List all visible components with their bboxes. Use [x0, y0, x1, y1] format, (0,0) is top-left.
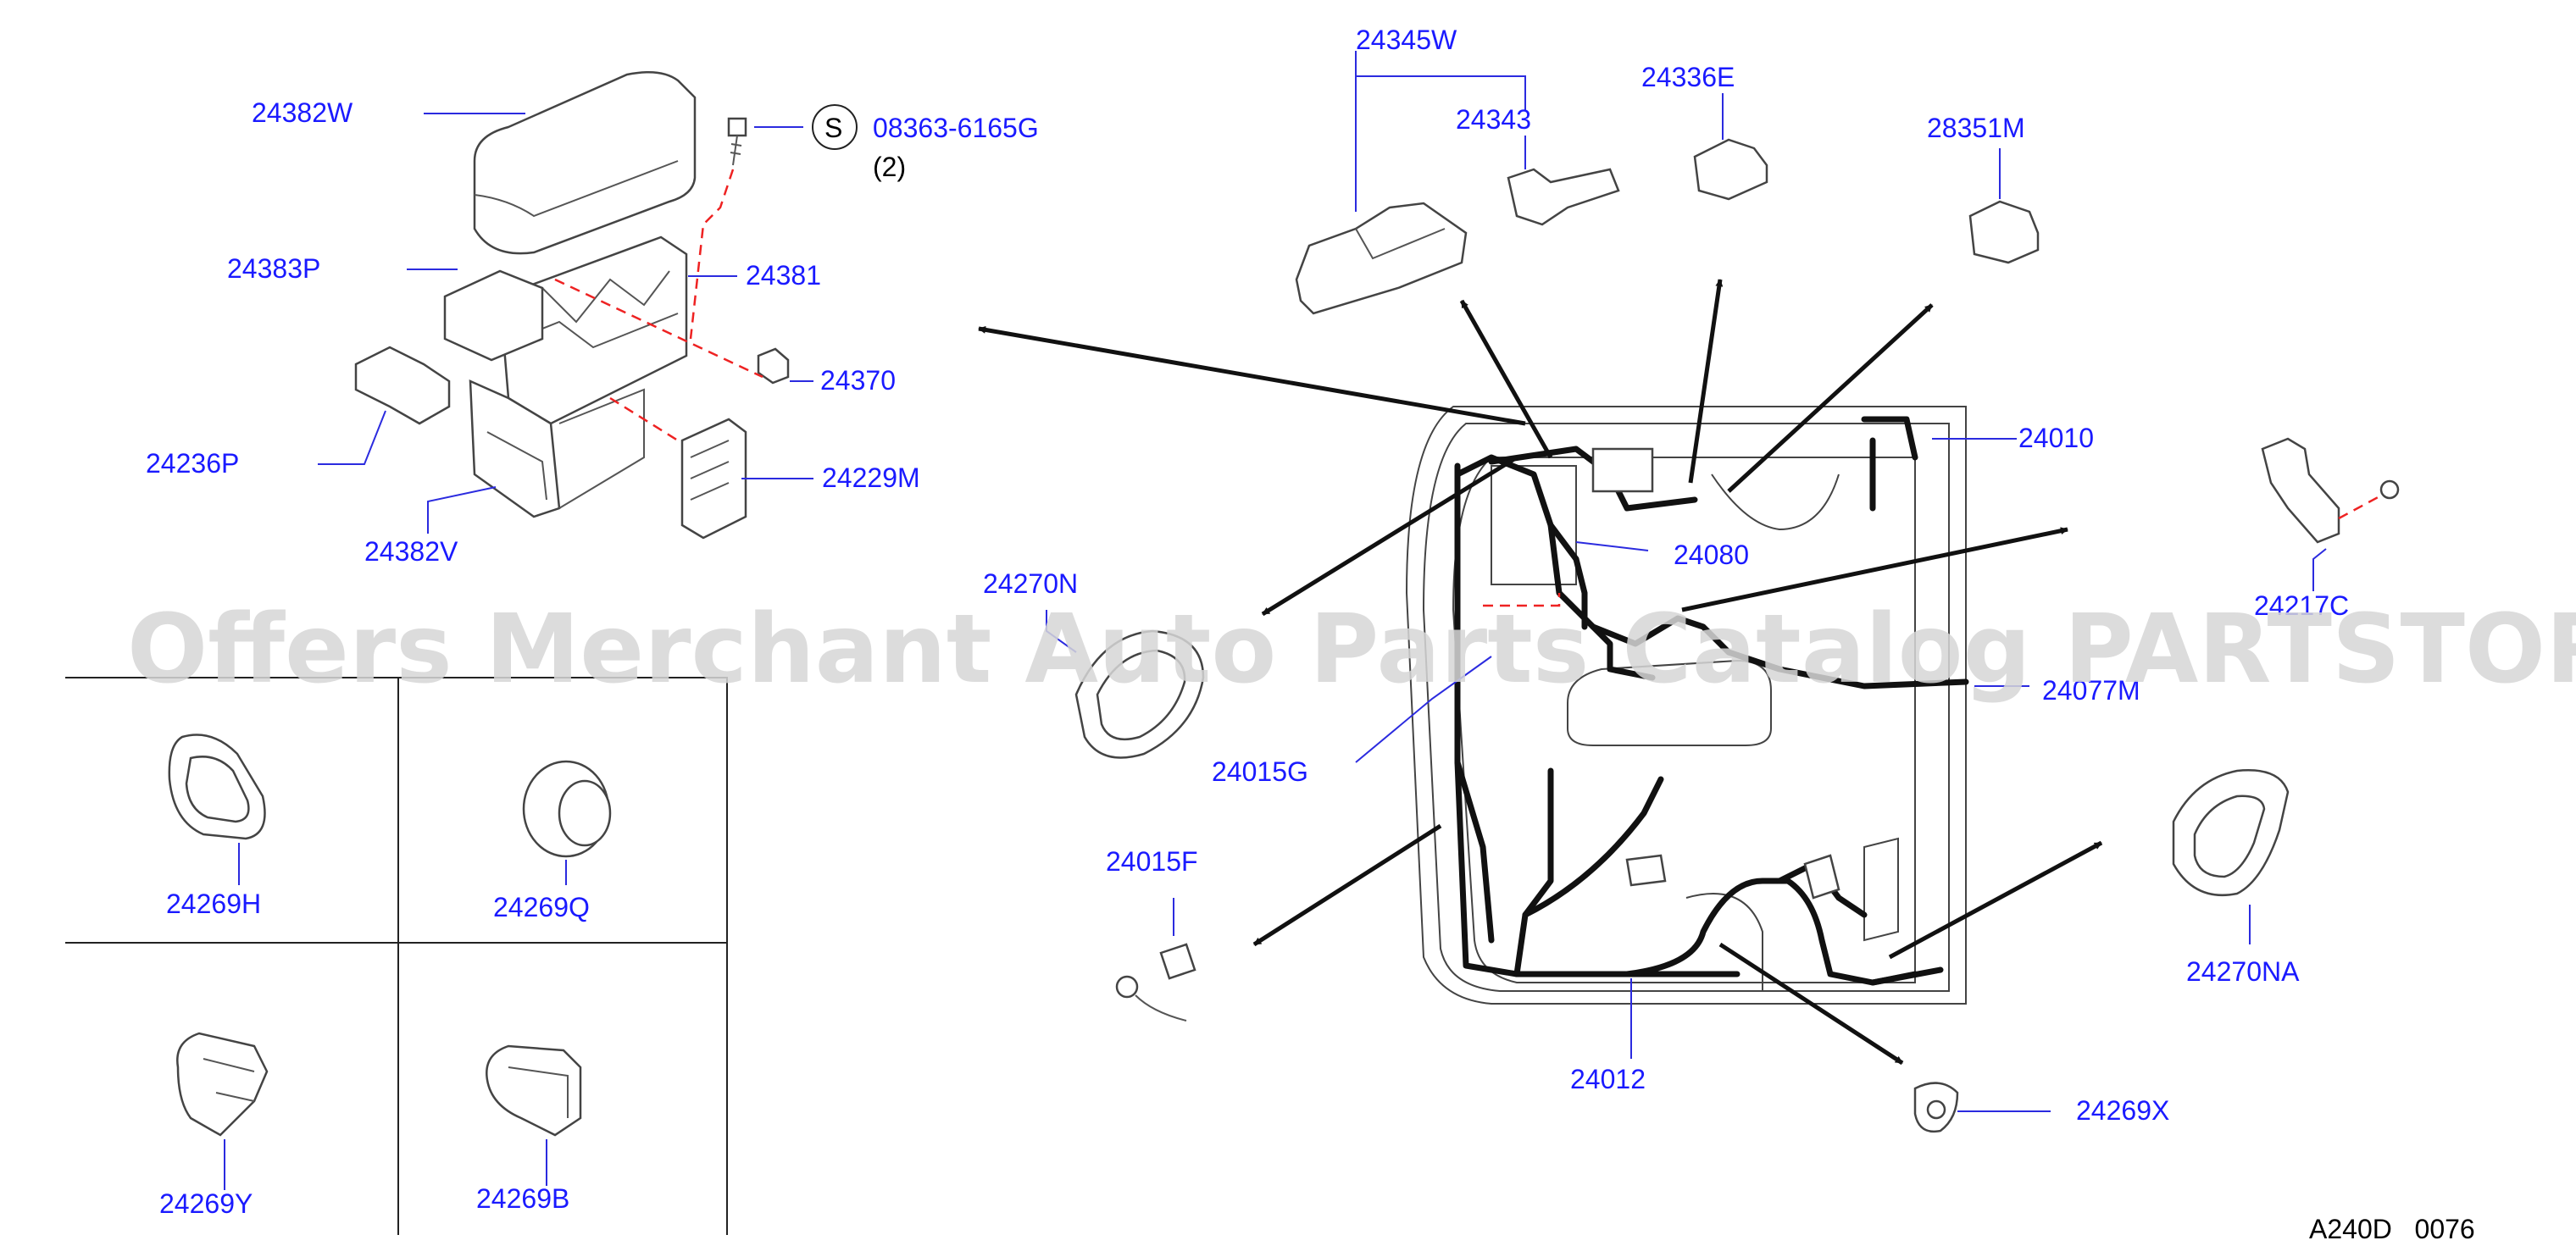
part-labels: 24382W 24383P 24381 24370 24236P 24229M … — [146, 25, 2475, 1244]
label-24382W[interactable]: 24382W — [252, 97, 353, 128]
relay-group — [1295, 51, 2040, 315]
label-24270NA[interactable]: 24270NA — [2186, 956, 2300, 987]
label-24269H[interactable]: 24269H — [166, 889, 261, 919]
label-24370[interactable]: 24370 — [820, 365, 896, 396]
label-28351M[interactable]: 28351M — [1927, 113, 2025, 143]
clip-24269X[interactable] — [1913, 1082, 1959, 1133]
label-24269Q[interactable]: 24269Q — [493, 892, 590, 922]
leader-lines-fuse-box — [318, 113, 813, 534]
label-24345W[interactable]: 24345W — [1356, 25, 1457, 55]
harness-connectors — [1483, 447, 1840, 900]
relay-block-24383P[interactable] — [443, 269, 544, 362]
screw-spec-symbol-circle — [812, 104, 858, 150]
label-24343[interactable]: 24343 — [1456, 104, 1531, 135]
callout-arrows — [978, 279, 2103, 1066]
grommet-24270NA[interactable] — [2172, 769, 2290, 897]
fuse-box-assembly — [354, 70, 790, 540]
label-24015F[interactable]: 24015F — [1106, 846, 1198, 877]
label-24269X[interactable]: 24269X — [2076, 1095, 2169, 1126]
screw-spec-qty: (2) — [873, 152, 906, 182]
screw-spec-symbol: S — [824, 113, 842, 143]
watermark: Offers Merchant Auto Parts Catalog PARTS… — [127, 595, 2576, 705]
relay-24336E[interactable] — [1693, 138, 1768, 201]
label-24012[interactable]: 24012 — [1570, 1064, 1646, 1094]
label-24269B[interactable]: 24269B — [476, 1183, 569, 1214]
label-24236P[interactable]: 24236P — [146, 448, 239, 479]
label-24217C[interactable]: 24217C — [2254, 590, 2349, 621]
grommet-grid — [65, 677, 728, 1235]
screw-spec-part-no[interactable]: 08363-6165G — [873, 113, 1039, 143]
relay-28351M[interactable] — [1968, 200, 2040, 264]
grommet-24269H[interactable] — [168, 734, 266, 886]
fuse-box-cover[interactable] — [473, 70, 697, 255]
clip-24269B[interactable] — [486, 1044, 582, 1186]
connector-block-24229M[interactable] — [680, 418, 747, 540]
grommet-24270N[interactable] — [1046, 610, 1205, 759]
label-24080[interactable]: 24080 — [1674, 540, 1749, 570]
label-24010[interactable]: 24010 — [2018, 423, 2094, 453]
label-24015G[interactable]: 24015G — [1212, 756, 1308, 787]
main-harness-24012[interactable] — [1454, 416, 1969, 986]
screw-icon — [727, 117, 747, 166]
label-24229M[interactable]: 24229M — [822, 462, 920, 493]
ground-bolt-24015F[interactable] — [1115, 898, 1196, 1022]
relay-cover-24345W[interactable] — [1295, 202, 1468, 315]
grommet-24269Q[interactable] — [522, 760, 612, 885]
label-24270N[interactable]: 24270N — [983, 568, 1078, 599]
clip-24269Y[interactable] — [176, 1032, 269, 1190]
label-24381[interactable]: 24381 — [746, 260, 821, 291]
label-24336E[interactable]: 24336E — [1641, 62, 1735, 92]
leader-lines-right — [1355, 438, 2327, 1112]
bracket-24343[interactable] — [1507, 168, 1620, 226]
clip-24236P[interactable] — [354, 346, 451, 425]
label-24383P[interactable]: 24383P — [227, 253, 320, 284]
relay-24370[interactable] — [757, 347, 790, 385]
diagram-code: A240D 0076 — [2309, 1214, 2475, 1244]
label-24269Y[interactable]: 24269Y — [159, 1188, 253, 1219]
label-24382V[interactable]: 24382V — [364, 536, 458, 567]
label-24077M[interactable]: 24077M — [2042, 675, 2140, 706]
bracket-24217C[interactable] — [2261, 437, 2400, 544]
